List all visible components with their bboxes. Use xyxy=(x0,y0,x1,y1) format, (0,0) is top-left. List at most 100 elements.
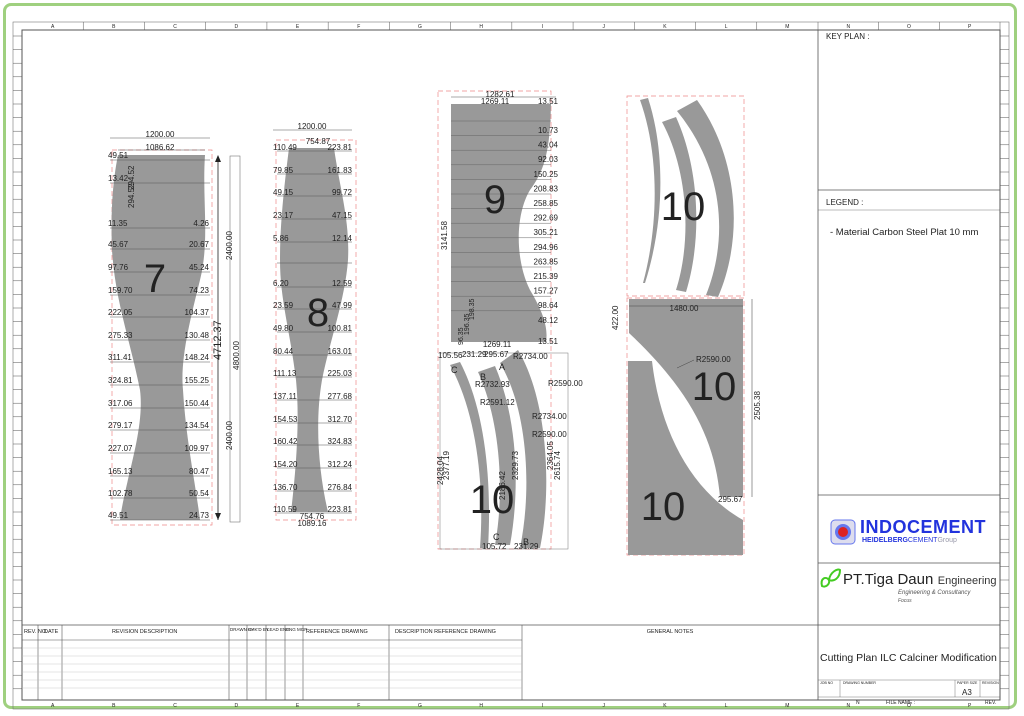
offset-right: 98.64 xyxy=(538,301,559,310)
arc-letter: B xyxy=(523,537,529,547)
column-marker-top: N xyxy=(847,24,851,30)
offset-right: 161.83 xyxy=(328,166,353,175)
offset-right: 148.24 xyxy=(185,353,210,362)
indocement-logo-icon xyxy=(830,519,856,545)
offset-right: 312.70 xyxy=(328,415,353,424)
offset-left: 80.44 xyxy=(273,347,294,356)
header-lead-eng: LEAD ENG xyxy=(267,627,290,632)
dim-width-bottom-overall: 1089.16 xyxy=(298,519,327,528)
paper-size: A3 xyxy=(962,688,972,697)
offset-left: 110.59 xyxy=(273,505,297,514)
offset-right: 225.03 xyxy=(328,369,353,378)
key-plan-label: KEY PLAN : xyxy=(826,32,870,41)
arc-dimension: R2734.00 xyxy=(513,352,548,361)
offset-right: 80.47 xyxy=(189,467,210,476)
header-rev-no: REV. NO. xyxy=(24,629,48,635)
offset-right: 130.48 xyxy=(185,331,210,340)
offset-left: 49.80 xyxy=(273,324,294,333)
part-number-7: 7 xyxy=(144,257,166,301)
offset-right: 45.24 xyxy=(189,263,210,272)
part-number-8: 8 xyxy=(307,291,329,335)
drawing-title: Cutting Plan ILC Calciner Modification xyxy=(820,652,997,664)
arc-dimension: 2428.04 xyxy=(436,456,445,485)
offset-left: 6.20 xyxy=(273,279,289,288)
offset-right: 155.25 xyxy=(185,376,210,385)
column-marker-bottom: I xyxy=(542,703,543,709)
plate-10-lower xyxy=(628,361,743,555)
paper-size-label: PAPER SIZE xyxy=(957,681,978,685)
part-number-10: 10 xyxy=(641,485,686,529)
column-marker-top: K xyxy=(663,24,667,30)
offset-left: 317.06 xyxy=(108,399,133,408)
offset-left: 136.70 xyxy=(273,483,298,492)
offset-left: 311.41 xyxy=(108,353,132,362)
arc-letter: C xyxy=(451,365,458,375)
offset-left: 13.42 xyxy=(108,174,129,183)
column-marker-bottom: N xyxy=(847,703,851,709)
dim-height: 2505.38 xyxy=(753,391,762,420)
arc-dimension: 2329.73 xyxy=(511,451,520,480)
dim-small: 294.52 xyxy=(127,165,136,190)
legend-label: LEGEND : xyxy=(826,198,864,207)
title-block-lines xyxy=(22,30,1000,700)
client-group: Group xyxy=(937,537,957,544)
dim-radius: R2590.00 xyxy=(696,355,731,364)
arc-dimension: 2615.74 xyxy=(553,451,562,480)
job-no-label: JOB NO xyxy=(820,681,834,685)
plate-8 xyxy=(280,148,349,512)
dim-height-total: 4800.00 xyxy=(232,341,241,370)
column-marker-top: P xyxy=(968,24,972,30)
dim-height: 3141.58 xyxy=(440,221,449,250)
drawing-number-label: DRAWING NUMBER xyxy=(843,681,876,685)
offset-left: 275.33 xyxy=(108,331,133,340)
dim-width-overall: 1200.00 xyxy=(298,122,327,131)
file-name-label: FILE NAME : xyxy=(886,700,916,706)
column-marker-bottom: H xyxy=(479,703,483,709)
part-7: 49.5113.4211.3545.6797.76159.70222.05275… xyxy=(108,130,241,526)
tiga-daun-leaf-icon xyxy=(820,568,842,588)
arc-dimension: 105.72 xyxy=(482,542,507,551)
offset-right: 223.81 xyxy=(328,143,353,152)
client-name: INDOCEMENT xyxy=(860,517,986,537)
column-marker-bottom: K xyxy=(663,703,667,709)
arc-dimension: R2734.00 xyxy=(532,412,567,421)
dim-bottom: 295.67 xyxy=(718,495,743,504)
column-marker-bottom: P xyxy=(968,703,972,709)
offset-right: 276.84 xyxy=(328,483,353,492)
offset-right: 12.14 xyxy=(332,234,353,243)
offset-right: 263.85 xyxy=(534,257,559,266)
offset-right: 292.69 xyxy=(534,214,559,223)
arc-dimension: 2364.05 xyxy=(546,441,555,470)
offset-right: 100.81 xyxy=(328,324,353,333)
offset-left: 49.15 xyxy=(273,188,294,197)
column-marker-top: J xyxy=(602,24,605,30)
arc-plate-c xyxy=(450,362,490,548)
rev-label: REV. xyxy=(985,700,997,706)
dim-height-top: 2400.00 xyxy=(225,231,234,260)
dim-small: 294.52 xyxy=(127,183,136,208)
revision-table-headers: REV. NO. DATE REVISION DESCRIPTION DRAWN… xyxy=(24,627,694,635)
part-number-10: 10 xyxy=(692,365,737,409)
offset-right: 13.51 xyxy=(538,337,559,346)
offset-right: 48.12 xyxy=(538,316,559,325)
offset-left: 159.70 xyxy=(108,286,133,295)
column-marker-top: M xyxy=(785,24,789,30)
column-marker-top: O xyxy=(907,24,911,30)
arc-letter: B xyxy=(480,372,486,382)
contractor-name: PT.Tiga Daun Engineering xyxy=(843,571,997,589)
arc-dimension: 105.56 xyxy=(438,351,463,360)
dim-length: 4712.37 xyxy=(212,320,224,360)
offset-right: 324.83 xyxy=(328,437,353,446)
cut-boundary xyxy=(275,139,357,521)
header-reference-drawing: REFERENCE DRAWING xyxy=(306,629,368,635)
column-marker-bottom: G xyxy=(418,703,422,709)
part-number-10: 10 xyxy=(661,185,706,229)
plate-10-upper xyxy=(629,299,743,497)
arc-letter: A xyxy=(499,362,505,372)
offset-right: 74.23 xyxy=(189,286,210,295)
offset-right: 12.59 xyxy=(332,279,353,288)
part-10-block: 1480.00 422.00 R2590.00 2505.38 295.67 1… xyxy=(611,297,762,556)
contractor-main: PT.Tiga Daun xyxy=(843,571,934,588)
column-marker-top: E xyxy=(296,24,300,30)
